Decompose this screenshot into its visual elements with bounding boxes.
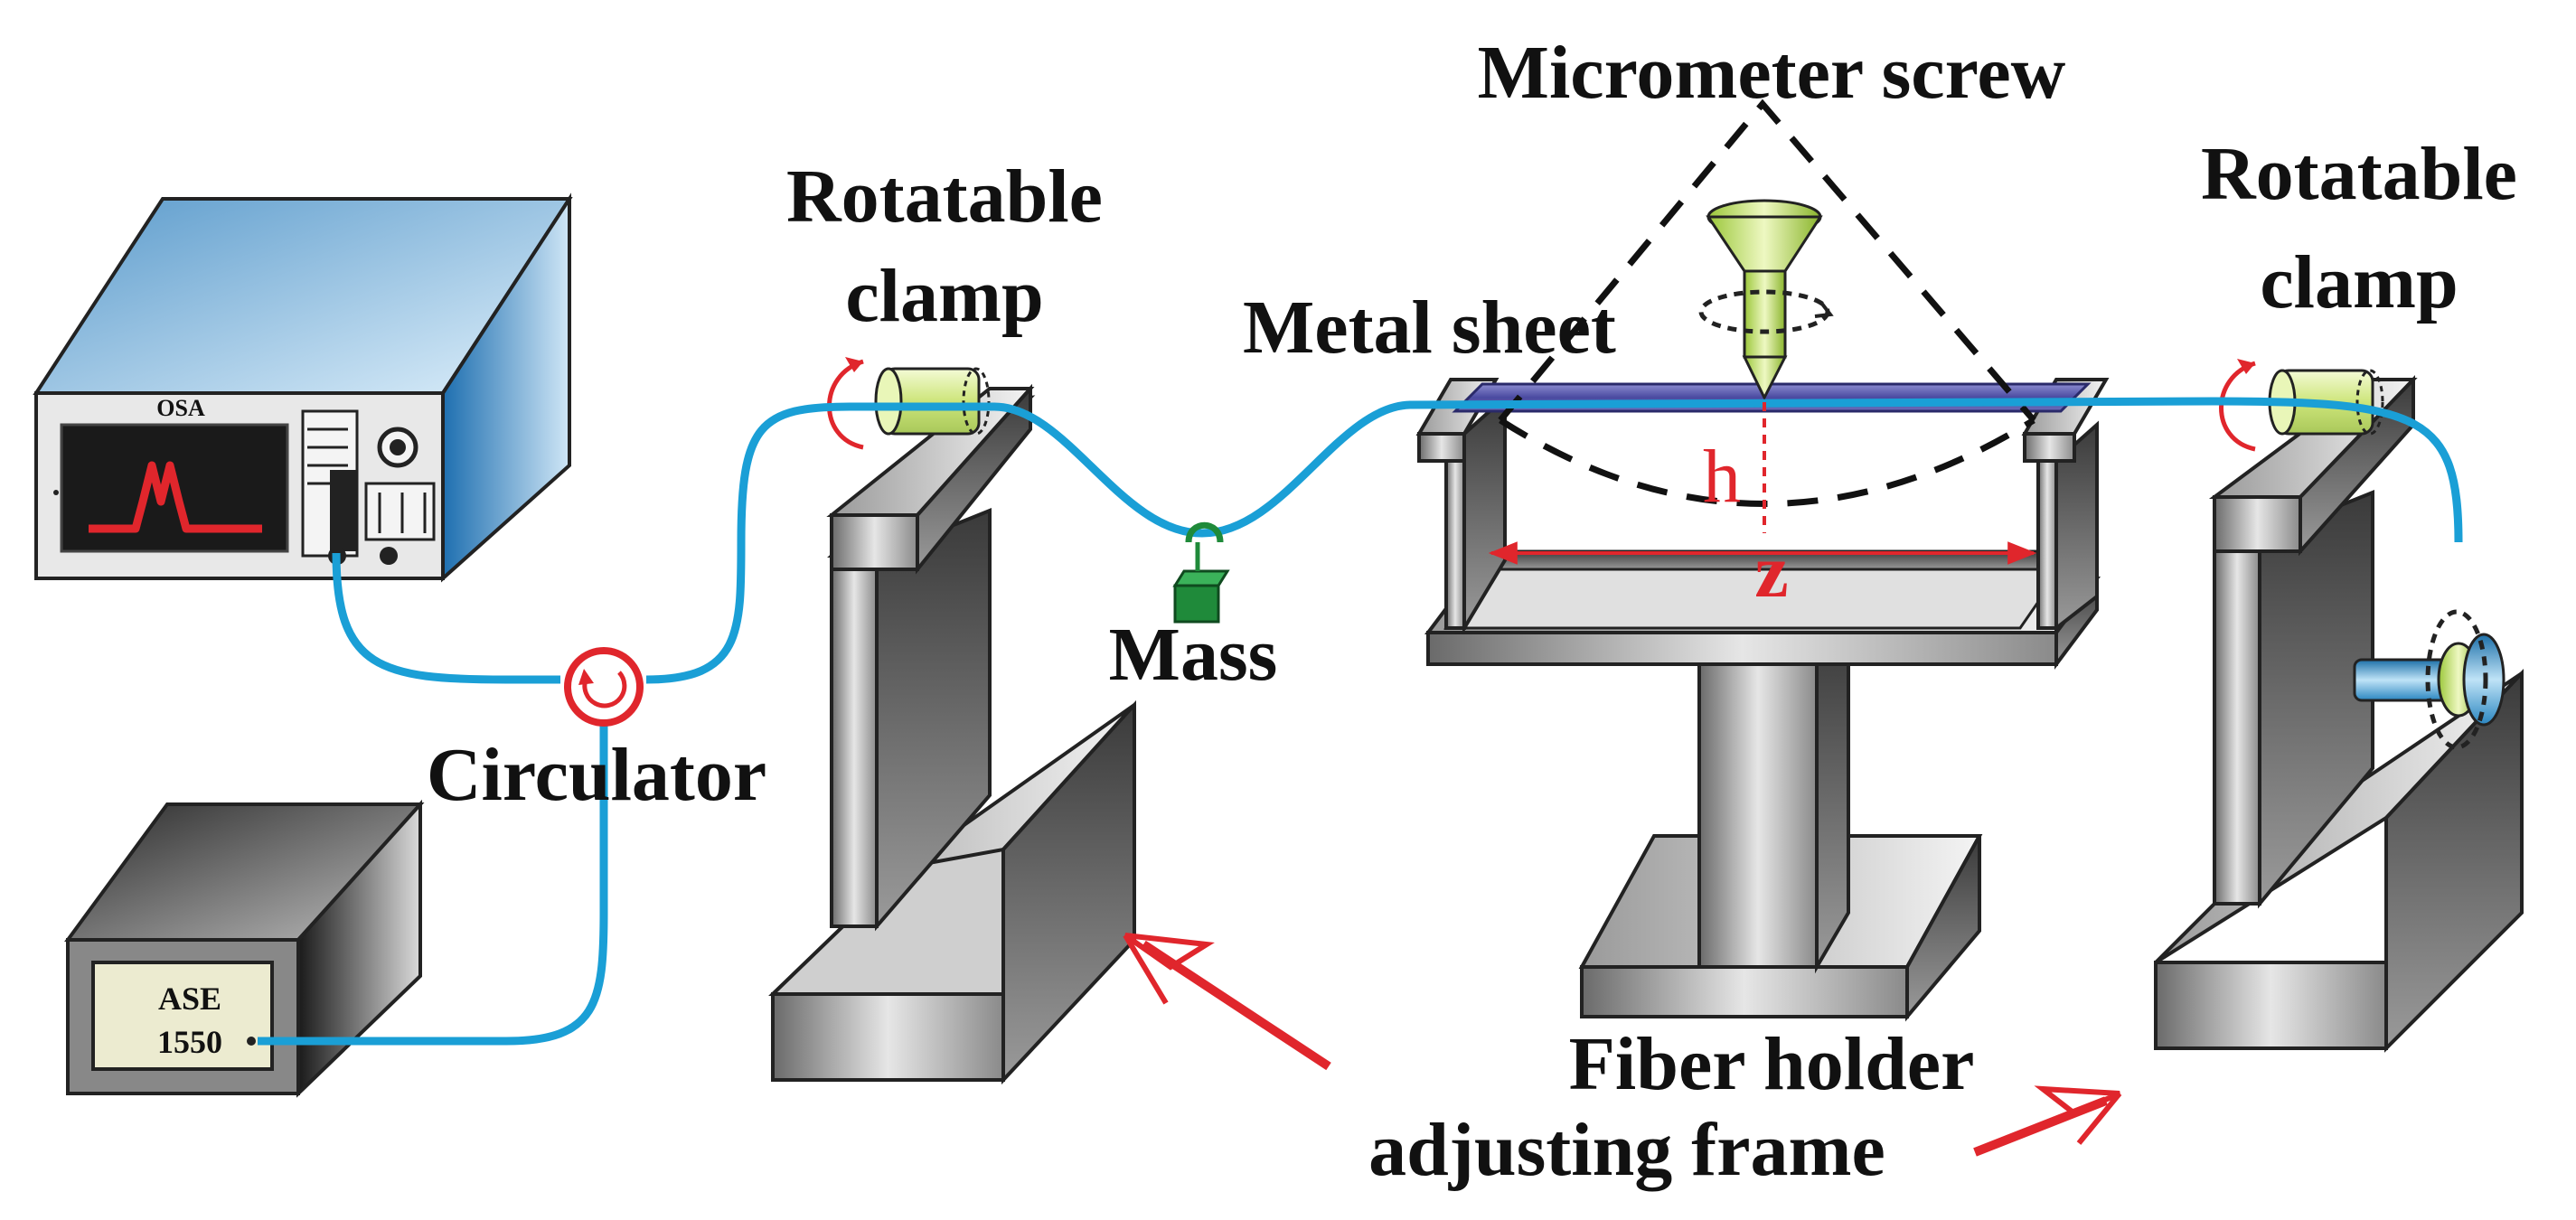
fiber-holder-label-line1: Fiber holder (1569, 1022, 1975, 1106)
left-clamp-label-line1: Rotatable (786, 155, 1103, 239)
ase-source: ASE 1550 (64, 799, 425, 1098)
pointer-arrow-left (1123, 933, 1331, 1071)
optical-fiber (258, 397, 2463, 1046)
left-fiber-holder-stand (768, 383, 1136, 1085)
spectrum-trace (89, 461, 262, 533)
osa-instrument: OSA (33, 192, 573, 583)
left-rotatable-clamp (827, 357, 991, 450)
fiber-holder-label-line2: adjusting frame (1368, 1108, 1885, 1192)
z-label: z (1754, 530, 1788, 614)
ase-label: ASE (158, 981, 221, 1017)
left-clamp-label-line2: clamp (845, 254, 1043, 338)
right-clamp-label-line1: Rotatable (2201, 132, 2517, 216)
pointer-arrow-right (1973, 1085, 2122, 1157)
h-label: h (1703, 435, 1741, 519)
ase-display (91, 961, 274, 1071)
right-clamp-label-line2: clamp (2260, 240, 2458, 324)
circulator-label: Circulator (427, 733, 766, 817)
circulator (564, 647, 644, 727)
micrometer-screw-label: Micrometer screw (1478, 31, 2066, 115)
rotation-arrow-icon (2219, 361, 2256, 452)
osa-label: OSA (156, 395, 205, 421)
ase-wavelength-label: 1550 (157, 1024, 222, 1060)
circulator-arrow-icon (582, 671, 627, 709)
metal-sheet-label: Metal sheet (1243, 286, 1616, 370)
adjusting-knob-icon (2353, 609, 2505, 750)
mass-label: Mass (1109, 613, 1278, 697)
right-fiber-holder-stand (2154, 375, 2524, 1053)
mass-weight (1172, 521, 1230, 624)
